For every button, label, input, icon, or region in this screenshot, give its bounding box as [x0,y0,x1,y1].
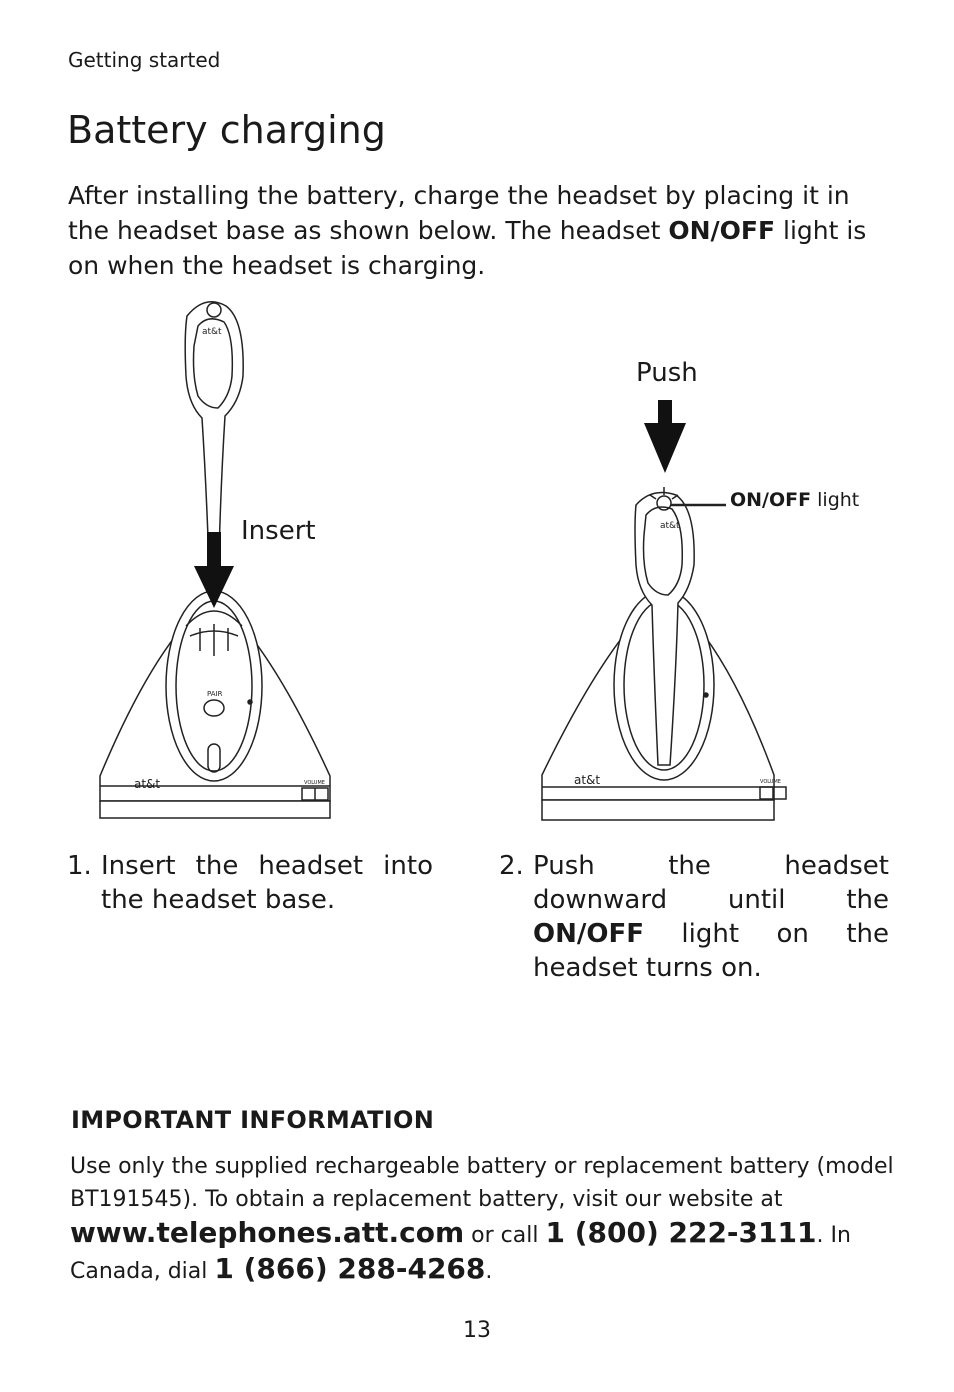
intro-text-2: light is on when the headset is charging… [68,216,867,280]
pair-button [203,699,225,717]
onoff-callout: ON/OFF light [730,489,859,511]
important-text-2: or call [464,1223,546,1248]
figure-push-headset: at&t at&t VOLUME [541,400,787,821]
important-text-1: Use only the supplied rechargeable batte… [70,1154,894,1212]
headset-onoff-button [206,302,222,318]
important-text-end: . [485,1259,493,1284]
left-volume-label: VOLUME [304,780,325,786]
right-brand-headset: at&t [660,521,680,531]
push-label: Push [636,358,698,388]
important-heading: IMPORTANT INFORMATION [71,1106,435,1134]
website-link[interactable]: www.telephones.att.com [70,1216,465,1249]
right-volume-label: VOLUME [760,779,781,785]
left-brand-headset: at&t [202,327,222,337]
base-foot [99,800,331,819]
figure-insert-headset: at&t at&t PAIR VOLUME [99,301,331,819]
step-2-text: Push the headset downward until the ON/O… [533,849,889,985]
headset-onoff-light [656,495,672,511]
left-brand-base: at&t [134,777,160,791]
step-2-text-1: Push the headset downward until the [533,851,889,915]
phone-us: 1 (800) 222-3111 [545,1216,817,1249]
page-number: 13 [463,1318,491,1343]
pair-label: PAIR [207,690,223,698]
step-2-number: 2. [499,851,524,881]
base-foot [541,799,775,821]
section-header: Getting started [68,48,221,72]
intro-paragraph: After installing the battery, charge the… [68,178,888,283]
important-body: Use only the supplied rechargeable batte… [70,1150,900,1288]
base-slot [207,743,221,773]
headset-body [634,491,695,766]
push-arrow [644,400,686,473]
right-brand-base: at&t [574,773,600,787]
phone-canada: 1 (866) 288-4268 [214,1252,486,1285]
base-cradle [165,590,263,782]
step-2-text-2: light on the headset turns on. [533,919,889,983]
step-1-number: 1. [67,851,92,881]
important-text-3: . In Canada, dial [70,1223,851,1284]
intro-text-1: After installing the battery, charge the… [68,181,850,245]
step-1-text: Insert the headset into the headset base… [101,851,433,915]
insert-label: Insert [241,516,316,546]
step-2-onoff-bold: ON/OFF [533,919,644,949]
onoff-callout-text: light [811,489,860,511]
insert-arrow [194,532,234,608]
intro-onoff-bold: ON/OFF [668,216,776,245]
page-title: Battery charging [67,108,386,152]
onoff-callout-bold: ON/OFF [730,489,812,511]
